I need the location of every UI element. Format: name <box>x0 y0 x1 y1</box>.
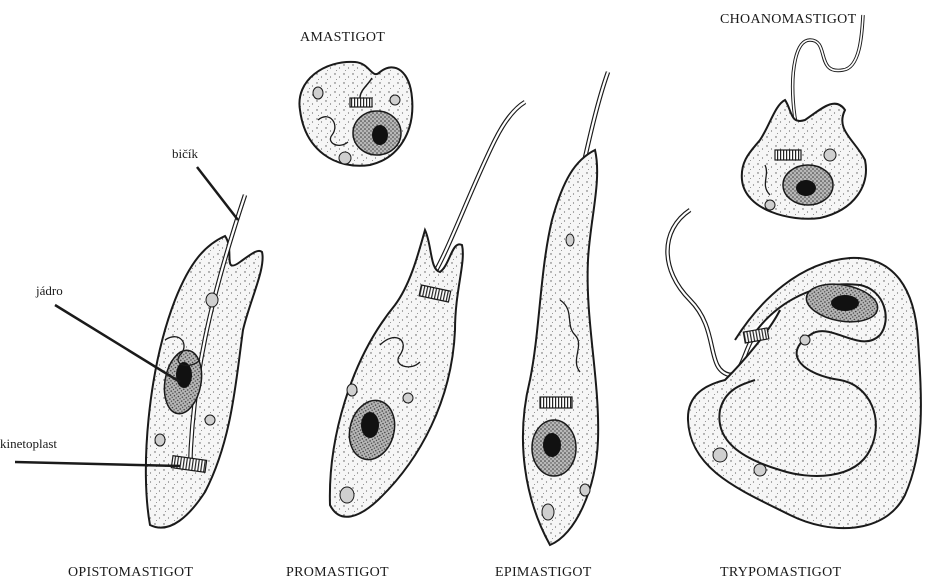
amastigote-cell <box>299 62 412 166</box>
opistomastigote-label: OPISTOMASTIGOT <box>68 565 193 581</box>
epimastigote-cell <box>523 72 608 545</box>
choanomastigote-label: CHOANOMASTIGOT <box>720 12 856 28</box>
kinetoplast-label: kinetoplast <box>0 436 57 452</box>
amastigote-kinetoplast <box>350 98 372 107</box>
nucleus-label: jádro <box>36 283 63 299</box>
trypomastigote-membrane <box>688 258 921 528</box>
choanomastigote-kinetoplast <box>775 150 801 160</box>
promastigote-label: PROMASTIGOT <box>286 565 389 581</box>
opistomastigote-body <box>146 236 263 528</box>
amastigote-body <box>299 62 412 166</box>
epimastigote-label: EPIMASTIGOT <box>495 565 592 581</box>
amastigote-label: AMASTIGOT <box>300 30 385 46</box>
promastigote-body <box>330 230 463 517</box>
amastigote-nucleolus <box>372 125 388 145</box>
trypomastigote-cell <box>668 210 921 528</box>
flagellum-label: bičík <box>172 146 198 162</box>
epimastigote-kinetoplast <box>540 397 572 408</box>
flagellum-leader-line <box>197 167 238 220</box>
trypomastigote-label: TRYPOMASTIGOT <box>720 565 841 581</box>
choanomastigote-cell <box>742 15 866 219</box>
opistomastigote-cell <box>146 195 263 528</box>
